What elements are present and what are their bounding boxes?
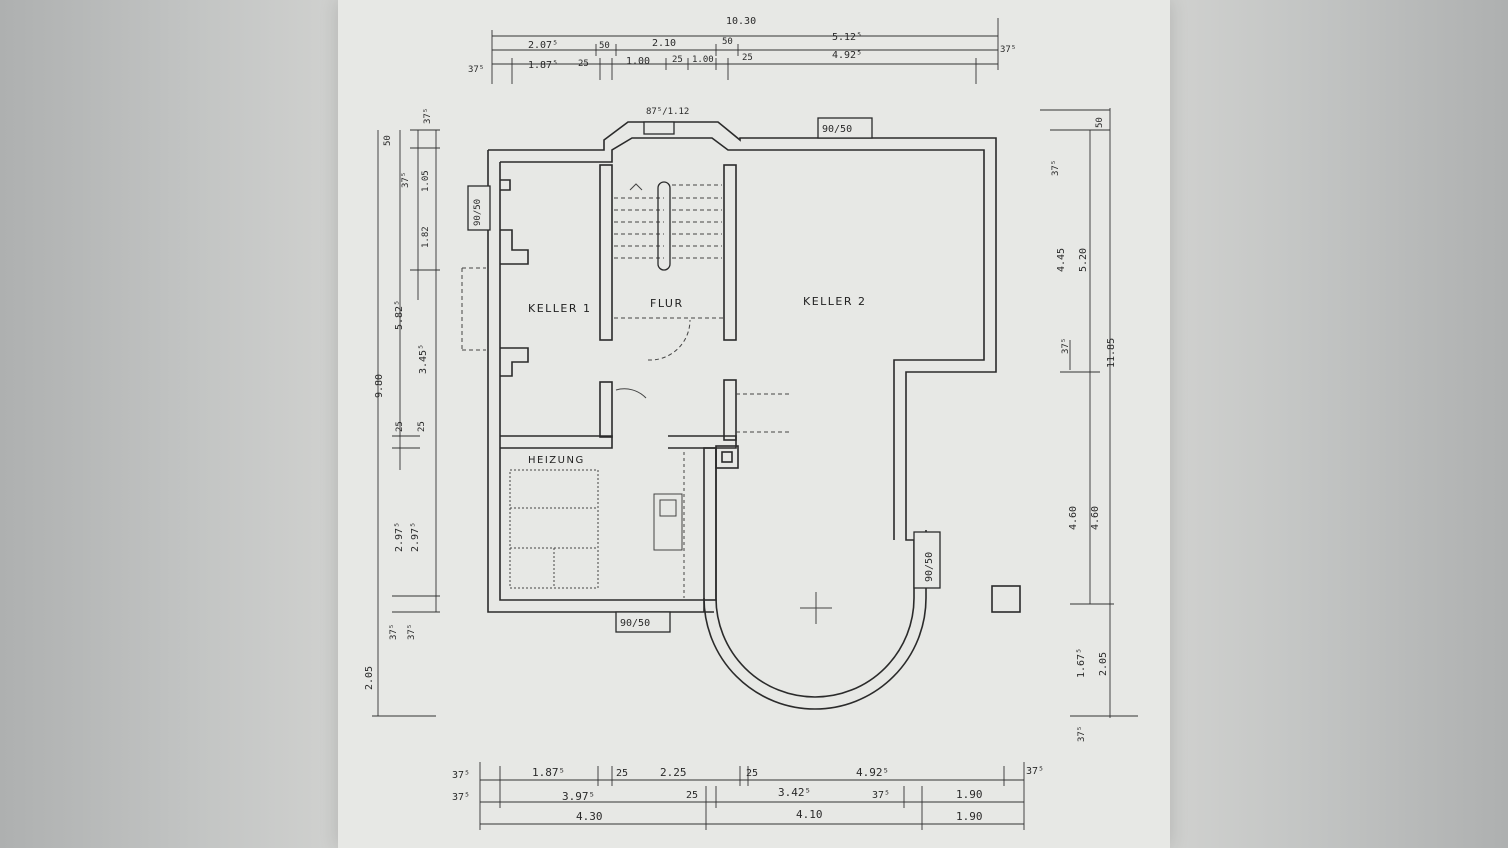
dim-left-labels: 37⁵ 50 37⁵ 1.05 1.82 5.82⁵ 3.45⁵ 9.80 25…	[364, 108, 433, 690]
stairs	[461, 181, 790, 433]
window-markers	[467, 117, 941, 633]
dim-left-3: 1.05	[421, 170, 431, 192]
dim-bot-r1-2: 25	[616, 768, 628, 779]
dim-bot-r3-1: 4.10	[796, 808, 823, 821]
paper-sheet	[338, 0, 1170, 848]
dim-bot-r1-3: 2.25	[660, 766, 687, 779]
dim-right-8: 1.67⁵	[1076, 648, 1087, 678]
dim-bot-r1-6: 37⁵	[1026, 766, 1044, 777]
dim-right-6: 4.60	[1068, 506, 1079, 530]
dim-top-r3-5: 1.00	[692, 55, 714, 65]
dim-top-r3-3: 1.00	[626, 56, 650, 67]
window-label-right: 90/50	[924, 552, 935, 582]
dim-left-12: 37⁵	[389, 624, 399, 640]
room-label-heizung: HEIZUNG	[528, 455, 585, 466]
window-label-stair: 87⁵/1.12	[646, 107, 689, 117]
dim-right-9: 2.05	[1098, 652, 1109, 676]
dim-left-14: 2.05	[364, 666, 375, 690]
dim-top-r2-4: 5.12⁵	[832, 32, 862, 43]
window-label-bottom: 90/50	[620, 618, 650, 629]
window-label-top-right: 90/50	[822, 124, 852, 135]
dim-right-0: 50	[1095, 117, 1105, 128]
dim-left-5: 5.82⁵	[394, 300, 405, 330]
walls	[487, 121, 1021, 710]
dim-top-r2-0: 2.07⁵	[528, 40, 558, 51]
dim-bot-r2-1: 3.97⁵	[562, 790, 595, 803]
window-label-left: 90/50	[473, 199, 483, 226]
dim-right-7: 4.60	[1090, 506, 1101, 530]
dim-top-r3-6: 25	[742, 53, 753, 63]
dim-right-labels: 50 37⁵ 4.45 5.20 37⁵ 11.85 4.60 4.60 1.6…	[1051, 117, 1117, 742]
dim-top-r3-2: 25	[578, 59, 589, 69]
dim-right-1: 37⁵	[1051, 160, 1061, 176]
dim-left-7: 9.80	[374, 374, 385, 398]
dim-top-r2-2: 2.10	[652, 38, 676, 49]
dim-bot-r3-2: 1.90	[956, 810, 983, 823]
dimension-lines-left	[372, 129, 440, 717]
dim-right-5: 11.85	[1106, 338, 1117, 368]
dim-left-10: 2.97⁵	[394, 522, 405, 552]
dimension-lines-bottom	[479, 762, 1025, 830]
room-label-keller1: KELLER 1	[528, 302, 592, 315]
dim-left-2: 37⁵	[401, 172, 411, 188]
dim-left-11: 2.97⁵	[410, 522, 421, 552]
dim-top-row3: 37⁵ 1.87⁵ 25 1.00 25 1.00 25 4.92⁵ 37⁵	[468, 45, 1016, 75]
dim-top-r2-1: 50	[599, 41, 610, 51]
dim-right-4: 37⁵	[1061, 338, 1071, 354]
dim-bottom-row2: 37⁵ 3.97⁵ 25 3.42⁵ 37⁵ 1.90	[452, 786, 983, 803]
dim-bot-r1-1: 1.87⁵	[532, 766, 565, 779]
dim-left-13: 37⁵	[407, 624, 417, 640]
dim-bot-r1-5: 4.92⁵	[856, 766, 889, 779]
dim-right-10: 37⁵	[1077, 726, 1087, 742]
dim-top-r3-4: 25	[672, 55, 683, 65]
dim-left-1: 50	[383, 135, 393, 146]
dim-bot-r2-0: 37⁵	[452, 792, 470, 803]
dim-left-4: 1.82	[421, 226, 431, 248]
dim-left-0: 37⁵	[423, 108, 433, 124]
dim-top-row2: 2.07⁵ 50 2.10 50 5.12⁵	[528, 32, 862, 51]
dim-top-r2-3: 50	[722, 37, 733, 47]
dim-bottom-row3: 4.30 4.10 1.90	[576, 808, 983, 823]
dim-bot-r2-5: 1.90	[956, 788, 983, 801]
dim-top-r3-8: 37⁵	[1000, 45, 1016, 55]
dim-bottom-row1: 37⁵ 1.87⁵ 25 2.25 25 4.92⁵ 37⁵	[452, 766, 1044, 781]
dim-bot-r1-0: 37⁵	[452, 770, 470, 781]
dim-top-r3-7: 4.92⁵	[832, 50, 862, 61]
heating-equipment	[509, 452, 832, 624]
dim-right-2: 4.45	[1056, 248, 1067, 272]
dim-bot-r2-3: 3.42⁵	[778, 786, 811, 799]
background-left	[0, 0, 338, 848]
room-label-keller2: KELLER 2	[803, 295, 867, 308]
dim-top-total: 10.30	[726, 16, 756, 27]
dimension-lines-right	[1040, 108, 1138, 718]
room-label-flur: FLUR	[650, 297, 684, 310]
dim-bot-r1-4: 25	[746, 768, 758, 779]
dim-bot-r2-4: 37⁵	[872, 790, 890, 801]
dimension-lines-top	[491, 18, 999, 84]
dim-bot-r2-2: 25	[686, 790, 698, 801]
dim-left-8: 25	[395, 421, 405, 432]
dim-right-3: 5.20	[1078, 248, 1089, 272]
dim-left-6: 3.45⁵	[418, 344, 429, 374]
background-right	[1170, 0, 1508, 848]
dim-bot-r3-0: 4.30	[576, 810, 603, 823]
dim-left-9: 25	[417, 421, 427, 432]
dim-top-r3-1: 1.87⁵	[528, 60, 558, 71]
dim-top-r3-0: 37⁵	[468, 65, 484, 75]
